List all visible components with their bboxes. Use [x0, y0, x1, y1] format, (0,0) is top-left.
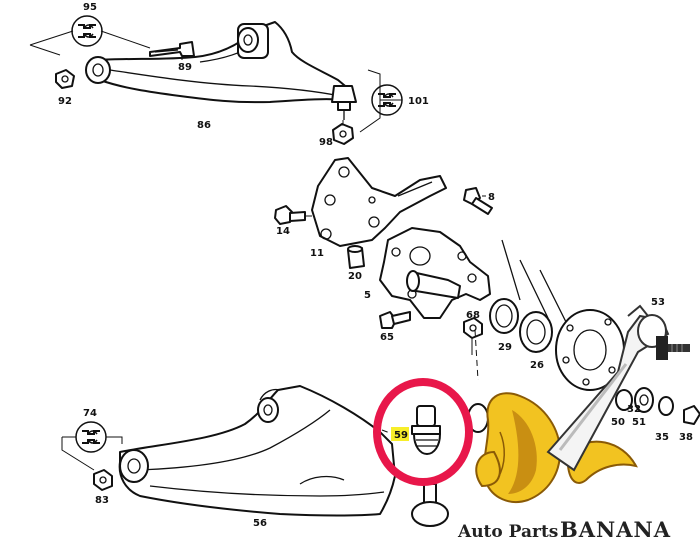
wheel-hub-assembly: [489, 239, 700, 425]
lower-control-arm: [93, 385, 489, 527]
part-label: 32: [627, 404, 641, 415]
part-label: 11: [310, 248, 324, 259]
part-label: 38: [679, 432, 693, 443]
wheel-carrier: [379, 227, 491, 319]
part-label: 5: [364, 290, 371, 301]
bolt-65: [379, 311, 411, 329]
ball-joint-59: [411, 405, 441, 455]
knuckle-bracket: [311, 157, 447, 247]
part-label: 65: [380, 332, 394, 343]
part-label: 20: [348, 271, 362, 282]
wrench-torque-icon: [71, 15, 103, 47]
part-label: 86: [197, 120, 211, 131]
part-label: 35: [655, 432, 669, 443]
part-label: 8: [488, 192, 495, 203]
part-label: 53: [651, 297, 665, 308]
part-label: 51: [632, 417, 646, 428]
highlight-ring: [373, 378, 473, 486]
part-label: 92: [58, 96, 72, 107]
part-label: 26: [530, 360, 544, 371]
bolt-14: [274, 205, 306, 225]
nut-68: [463, 317, 483, 339]
part-label: 83: [95, 495, 109, 506]
part-label: 98: [319, 137, 333, 148]
upper-control-arm: [55, 21, 357, 145]
banana-logo: Auto Parts BANANA: [457, 304, 690, 542]
part-label: 74: [83, 408, 97, 419]
watermark-text-b: BANANA: [560, 517, 671, 542]
part-label: 89: [178, 62, 192, 73]
part-label: 50: [611, 417, 625, 428]
bushing-20: [347, 245, 365, 269]
part-label-59: 59: [394, 430, 408, 441]
bolt-8: [463, 187, 493, 215]
part-label: 14: [276, 226, 290, 237]
part-label: 68: [466, 310, 480, 321]
part-label: 29: [498, 342, 512, 353]
part-label: 95: [83, 2, 97, 13]
watermark-text-a: Auto Parts: [457, 522, 558, 542]
highlight-tag: [391, 427, 409, 441]
wrench-torque-icon: [75, 421, 107, 453]
part-label: 56: [253, 518, 267, 529]
part-label: 101: [408, 96, 429, 107]
